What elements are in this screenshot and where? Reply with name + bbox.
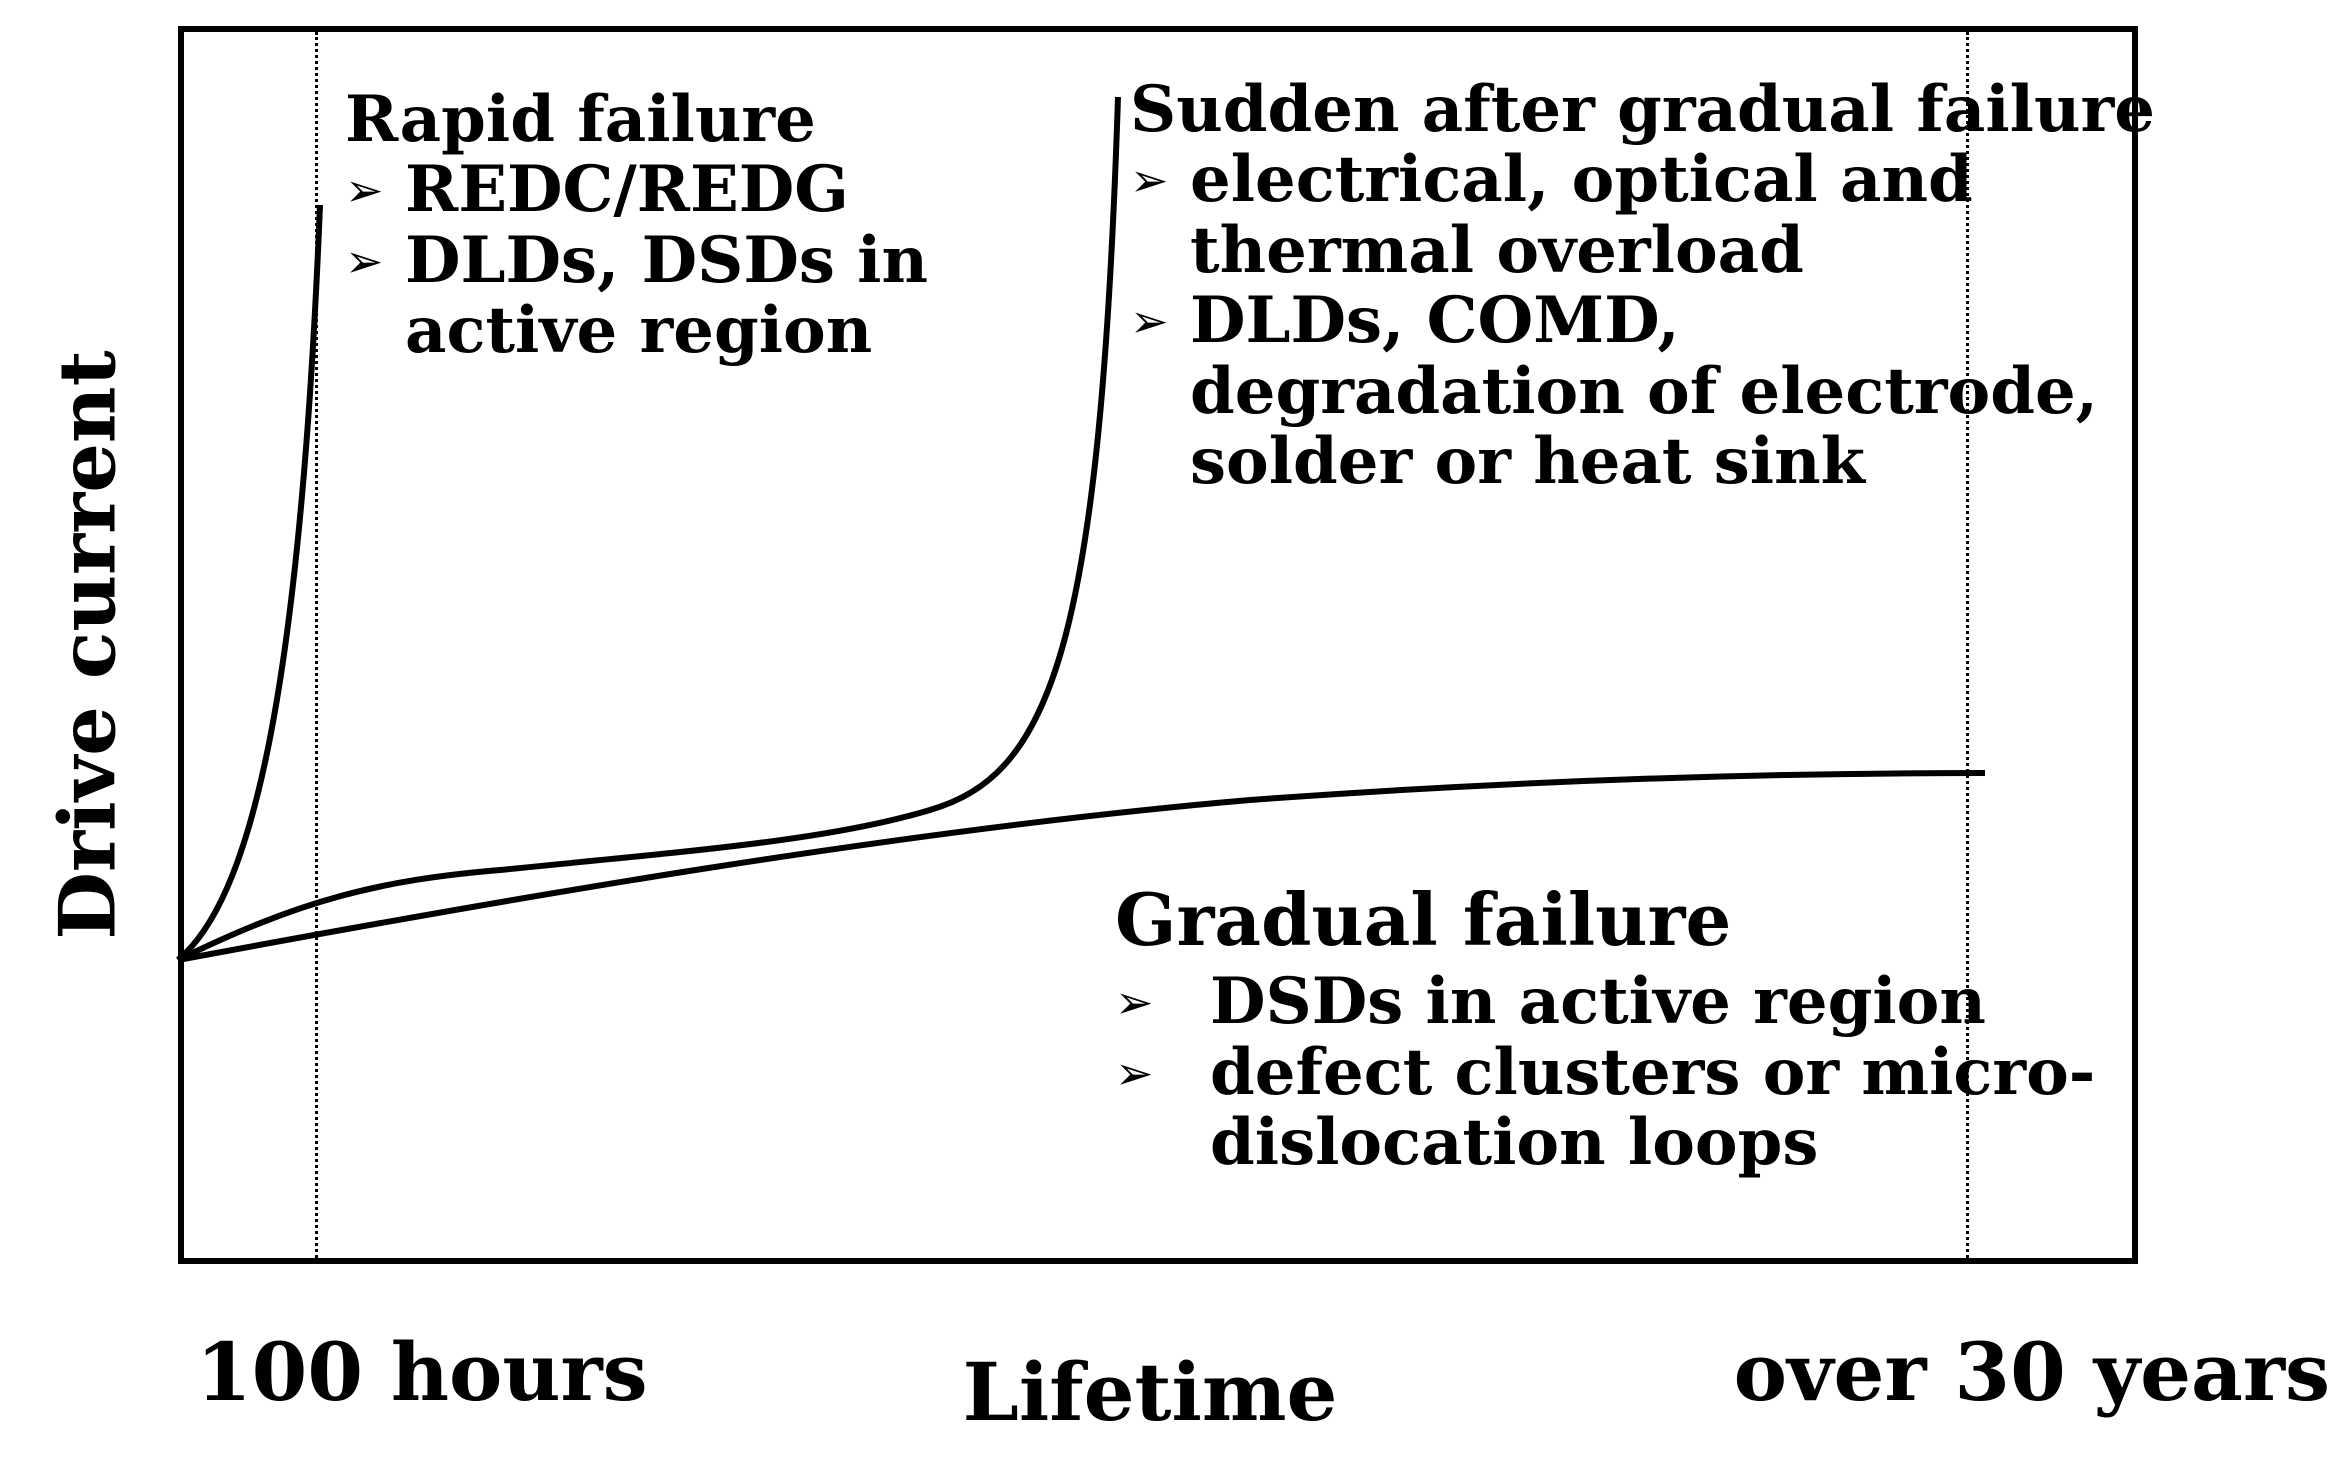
bullet-arrow-icon: ➢ [1115, 1045, 1154, 1100]
rapid-failure-block: Rapid failure ➢ REDC/REDG ➢ DLDs, DSDs i… [345, 82, 928, 369]
rapid-failure-item: ➢ DLDs, DSDs in active region [345, 222, 928, 369]
x-start-label: 100 hours [196, 1325, 648, 1419]
rapid-failure-title: Rapid failure [345, 82, 816, 157]
bullet-arrow-icon: ➢ [1115, 975, 1154, 1030]
bullet-arrow-icon: ➢ [345, 233, 384, 288]
sudden-failure-title: Sudden after gradual failure [1130, 72, 2155, 147]
y-axis-label: Drive current [42, 350, 134, 940]
bullet-arrow-icon: ➢ [1130, 153, 1169, 208]
x-axis-label: Lifetime [962, 1345, 1338, 1439]
x-end-label: over 30 years [1733, 1325, 2330, 1419]
sudden-failure-item: ➢ electrical, optical and thermal overlo… [1130, 142, 1973, 288]
gradual-failure-block: Gradual failure ➢ DSDs in active region … [1115, 880, 2095, 1178]
bullet-arrow-icon: ➢ [1130, 294, 1169, 349]
guide-30-years [1966, 32, 1969, 1258]
sudden-failure-block: Sudden after gradual failure ➢ electrica… [1130, 72, 2155, 499]
gradual-failure-title: Gradual failure [1115, 877, 1732, 962]
gradual-failure-curve [177, 770, 1986, 963]
guide-100-hours [315, 32, 318, 1258]
sudden-after-gradual-curve [176, 96, 1121, 963]
bullet-arrow-icon: ➢ [345, 163, 384, 218]
rapid-failure-item: ➢ REDC/REDG [345, 152, 849, 228]
sudden-failure-item: ➢ DLDs, COMD, degradation of electrode, … [1130, 283, 2098, 499]
gradual-failure-item: ➢ DSDs in active region [1115, 964, 1986, 1040]
plot-frame [178, 26, 2138, 1264]
gradual-failure-item: ➢ defect clusters or micro- dislocation … [1115, 1034, 2096, 1180]
rapid-failure-curve [176, 204, 323, 963]
